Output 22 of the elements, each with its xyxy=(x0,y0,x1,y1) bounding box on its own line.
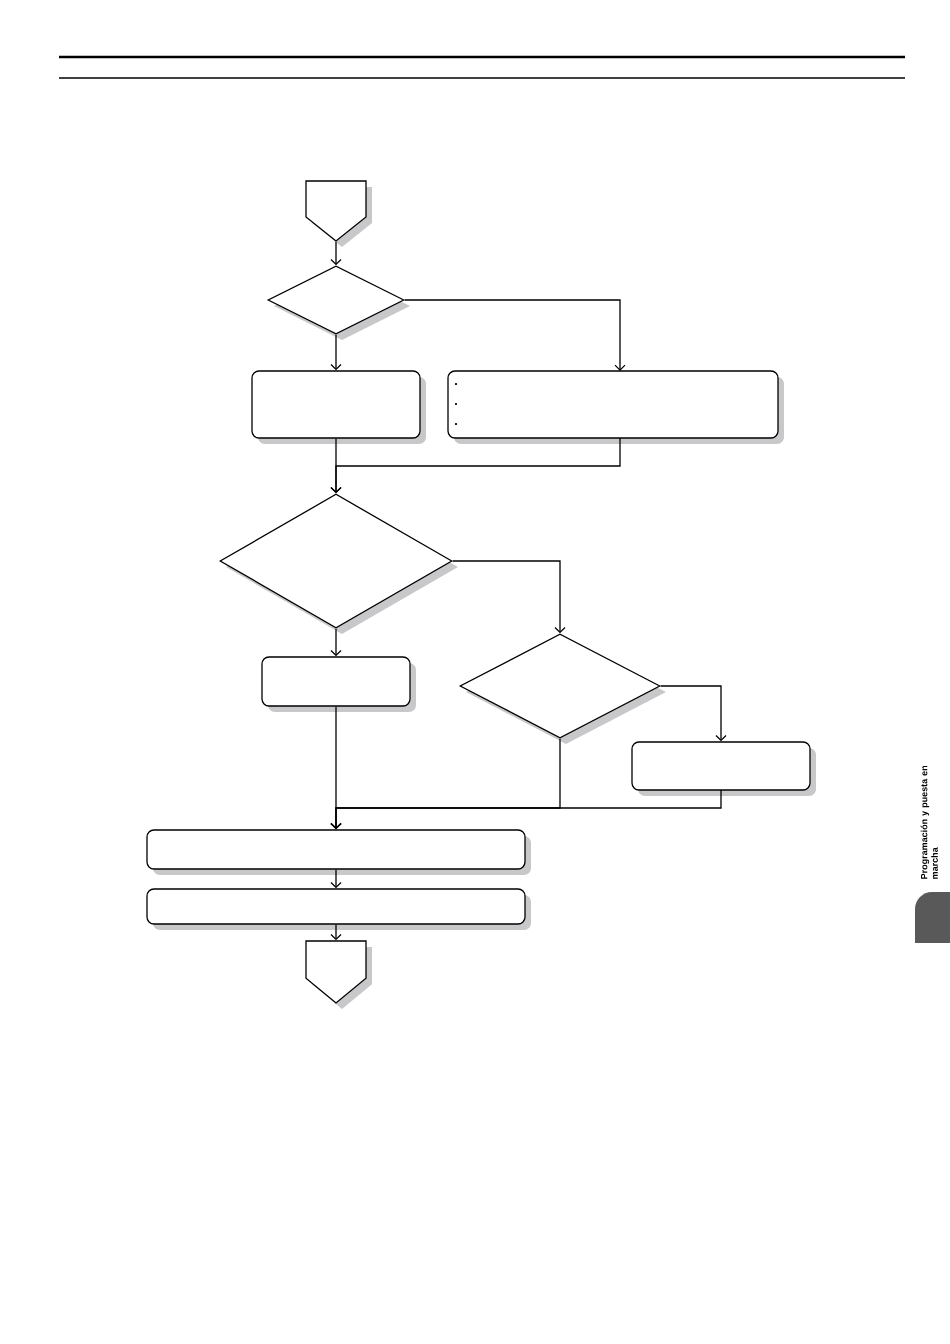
arrow xyxy=(330,334,342,371)
arrow xyxy=(452,560,566,634)
section-label: Programación y puesta en marcha xyxy=(920,765,938,879)
process-box xyxy=(261,656,416,712)
arrow xyxy=(330,437,621,494)
connector-pentagon xyxy=(305,940,372,1009)
decision-diamond xyxy=(218,493,458,634)
arrow xyxy=(404,299,626,371)
arrow xyxy=(330,924,342,941)
decision-diamond xyxy=(458,633,666,744)
arrow xyxy=(330,789,722,830)
process-box xyxy=(146,829,531,875)
decision-diamond xyxy=(266,265,410,340)
arrow xyxy=(330,869,342,889)
process-box xyxy=(146,888,531,930)
arrow xyxy=(330,241,342,266)
process-box xyxy=(251,370,426,444)
process-box xyxy=(631,741,816,796)
connector-pentagon xyxy=(305,180,372,247)
arrow xyxy=(330,628,342,657)
arrow xyxy=(660,685,727,742)
process-box xyxy=(447,370,784,444)
